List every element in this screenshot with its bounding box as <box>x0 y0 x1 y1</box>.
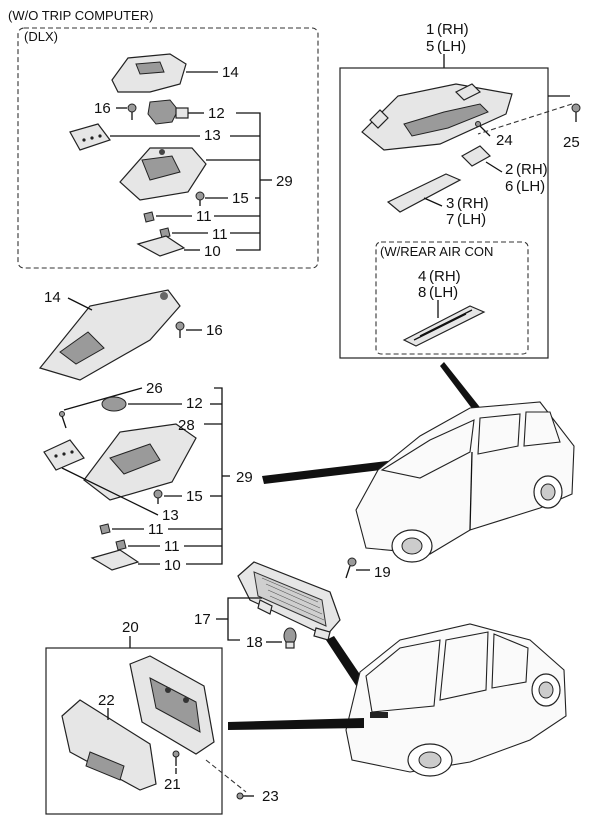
screw-21 <box>172 750 180 766</box>
label-2: 2 <box>505 161 513 178</box>
high-mount-stop-lamp-17 <box>237 561 341 641</box>
bulb-18 <box>283 627 297 649</box>
lens-13-dlx <box>69 123 111 151</box>
label-19: 19 <box>374 564 391 581</box>
screw-16-dlx <box>127 103 137 120</box>
sunroof-console-box <box>339 67 549 359</box>
screw-15-dlx <box>195 191 205 206</box>
label-7: 7 <box>446 211 454 228</box>
screw-19 <box>345 557 357 579</box>
screw-25 <box>571 103 581 122</box>
clip-11b-dlx <box>159 227 171 239</box>
lamp-socket-12 <box>101 396 127 412</box>
label-18: 18 <box>246 634 263 651</box>
screw-26 <box>59 411 67 429</box>
label-11a: 11 <box>148 521 164 538</box>
label-5: 5 <box>426 38 434 55</box>
label-4: 4 <box>418 268 426 285</box>
caption-wo-trip-computer: (W/O TRIP COMPUTER) <box>8 8 153 23</box>
label-3: 3 <box>446 195 454 212</box>
label-29: 29 <box>236 469 253 486</box>
label-6-side: (LH) <box>516 178 545 195</box>
label-7-side: (LH) <box>457 211 486 228</box>
bracket-10 <box>90 549 140 571</box>
label-17: 17 <box>194 611 211 628</box>
clip-11a-dlx <box>143 211 155 223</box>
console-housing-29-dlx <box>119 147 207 201</box>
dlx-group-box <box>17 27 319 269</box>
lens-13 <box>43 439 85 471</box>
minivan-front-view <box>355 401 575 563</box>
label-15-dlx: 15 <box>232 190 249 207</box>
label-20: 20 <box>122 619 139 636</box>
label-8: 8 <box>418 284 426 301</box>
screw-15 <box>153 489 163 504</box>
label-8-side: (LH) <box>429 284 458 301</box>
screw-24 <box>475 121 491 137</box>
label-25: 25 <box>563 134 580 151</box>
screw-23 <box>236 792 254 800</box>
room-lamp-housing-20 <box>129 655 215 755</box>
label-13: 13 <box>162 507 179 524</box>
trim-cover-3-7 <box>386 173 462 213</box>
label-14: 14 <box>44 289 61 306</box>
label-10-dlx: 10 <box>204 243 221 260</box>
label-24: 24 <box>496 132 513 149</box>
label-14-dlx: 14 <box>222 64 239 81</box>
label-12-dlx: 12 <box>208 105 225 122</box>
label-23: 23 <box>262 788 279 805</box>
label-15: 15 <box>186 488 203 505</box>
caption-rear-air-con: (W/REAR AIR CON <box>380 244 493 259</box>
label-1: 1 <box>426 21 434 38</box>
bracket-10-dlx <box>136 235 186 257</box>
label-16: 16 <box>206 322 223 339</box>
air-vent-4-8 <box>402 305 486 347</box>
label-5-side: (LH) <box>437 38 466 55</box>
label-1-side: (RH) <box>437 21 469 38</box>
label-22: 22 <box>98 692 115 709</box>
label-13-dlx: 13 <box>204 127 221 144</box>
room-lamp-box <box>45 647 223 815</box>
label-6: 6 <box>505 178 513 195</box>
lamp-socket-12-dlx <box>147 99 189 125</box>
label-26: 26 <box>146 380 163 397</box>
label-3-side: (RH) <box>457 195 489 212</box>
label-29-dlx: 29 <box>276 173 293 190</box>
label-11b: 11 <box>164 538 180 555</box>
label-10: 10 <box>164 557 181 574</box>
label-21: 21 <box>164 776 181 793</box>
minivan-rear-view <box>345 623 567 777</box>
label-4-side: (RH) <box>429 268 461 285</box>
label-16-dlx: 16 <box>94 100 111 117</box>
rear-air-con-box <box>375 241 529 355</box>
clip-11b <box>115 539 127 551</box>
overhead-console-1-5 <box>361 83 513 151</box>
label-12: 12 <box>186 395 203 412</box>
map-lens-2-6 <box>461 145 491 167</box>
label-28: 28 <box>178 417 195 434</box>
pointer-to-room-lamp <box>228 718 364 730</box>
label-11a-dlx: 11 <box>196 208 212 225</box>
overhead-console-cover-14 <box>38 289 181 381</box>
label-2-side: (RH) <box>516 161 548 178</box>
caption-dlx: (DLX) <box>24 29 58 44</box>
console-housing-28 <box>83 423 197 501</box>
clip-11a <box>99 523 111 535</box>
label-11b-dlx: 11 <box>212 226 228 243</box>
screw-16 <box>175 321 185 338</box>
room-lamp-lens-22 <box>61 699 157 791</box>
overhead-console-cover-dlx <box>111 53 187 93</box>
